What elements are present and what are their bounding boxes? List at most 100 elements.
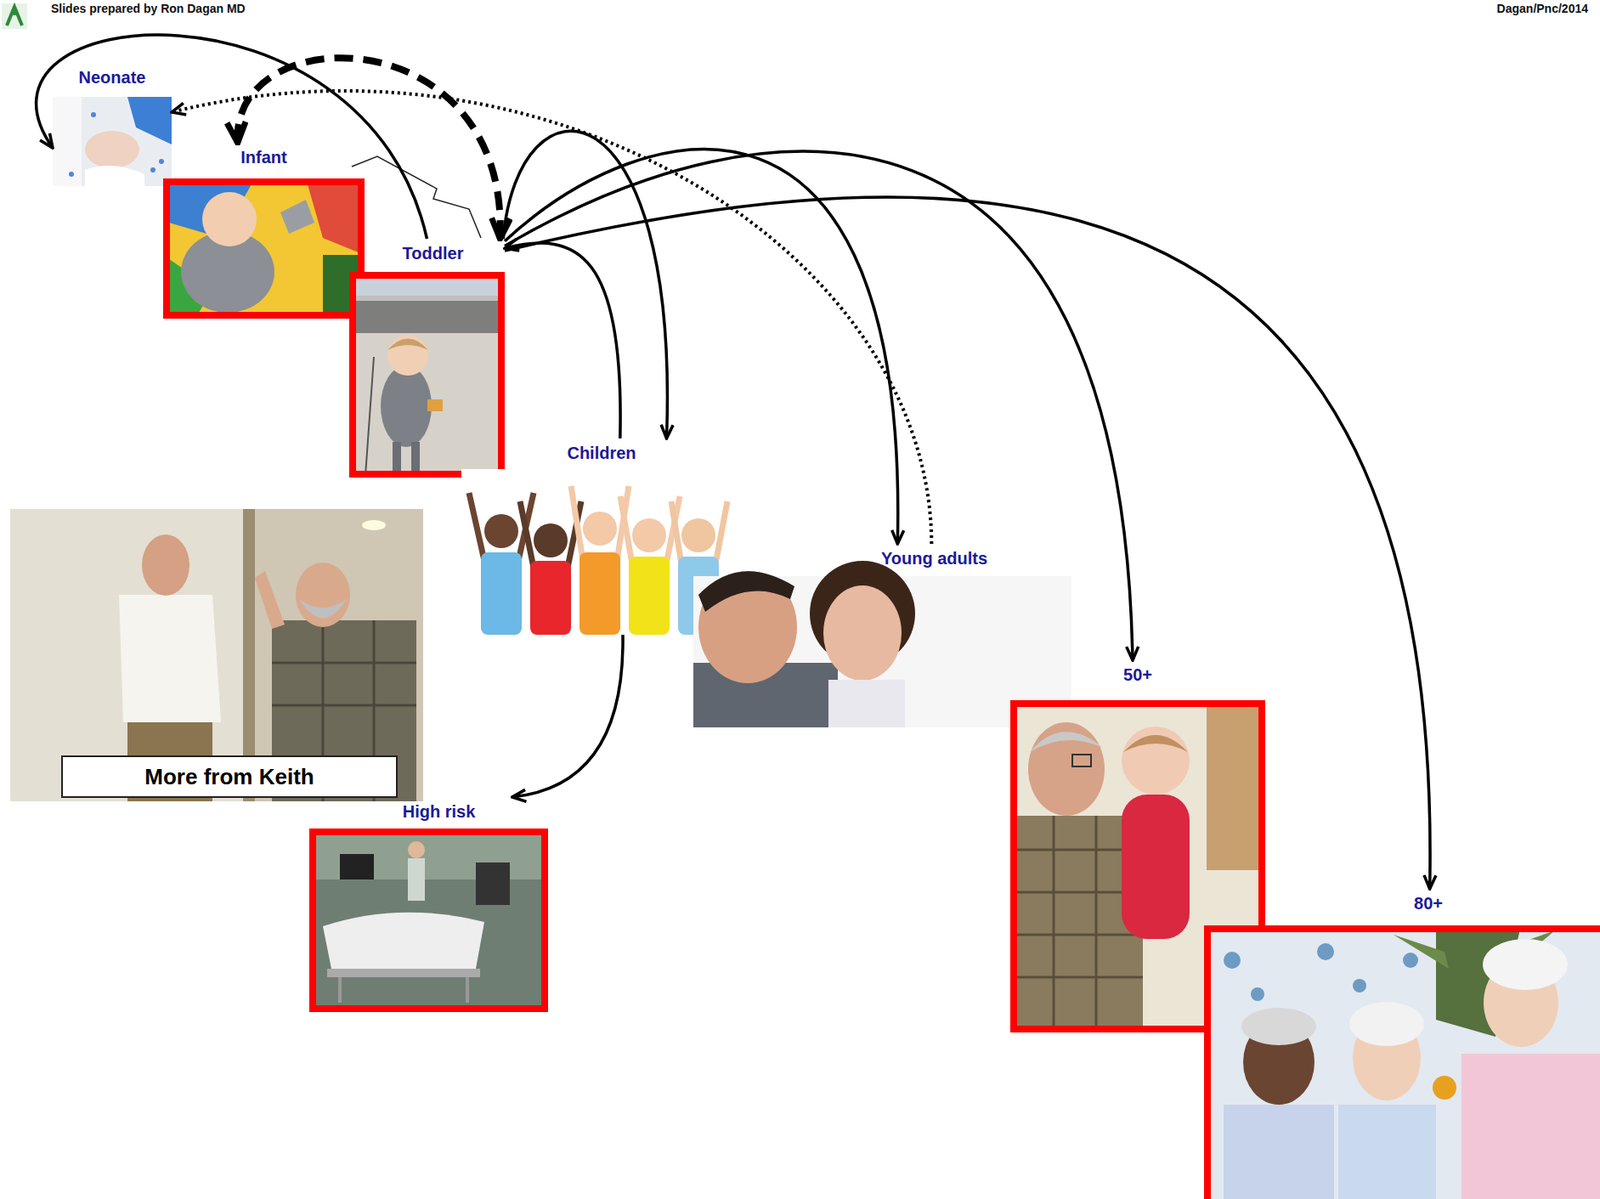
arrow-connector [504, 197, 1431, 889]
infant-photo-part [202, 192, 257, 247]
eighty-plus-photo-part [1461, 1053, 1600, 1199]
toddler-photo-part [427, 399, 443, 412]
infant-photo-part [166, 181, 362, 316]
neonate-photo-part [84, 165, 145, 187]
keith-photo [10, 508, 424, 802]
fifty-plus-photo-part [1206, 700, 1266, 871]
infant-photo [163, 178, 365, 319]
young-adults-photo-part [823, 585, 902, 681]
children-photo-part [533, 523, 568, 558]
keith-photo-part [254, 571, 285, 629]
neonate-photo-part [90, 112, 97, 118]
high-risk-photo-part [309, 828, 549, 880]
children-photo-part [628, 556, 670, 635]
keith-photo-part [271, 661, 417, 665]
high-risk-photo-part [312, 831, 545, 1009]
children-photo-part [520, 501, 534, 568]
group-label: High risk [319, 802, 559, 821]
fifty-plus-photo-part [1095, 815, 1098, 1033]
neonate-photo-part [52, 96, 172, 187]
fifty-plus-photo-part [1029, 731, 1103, 752]
infant-photo-part [280, 199, 315, 234]
eighty-plus-photo-part [1204, 925, 1600, 1199]
infant-photo-part [305, 178, 365, 255]
toddler-photo-part [380, 365, 432, 447]
age-group-node: Young adults [693, 543, 1072, 728]
arrow-connector [504, 149, 899, 544]
fifty-plus-photo-part [1052, 815, 1056, 1033]
keith-photo-part [118, 594, 221, 723]
young-adults-photo-part [828, 679, 905, 728]
fifty-plus-photo-part [1072, 754, 1092, 767]
young-adults-photo-part [698, 571, 798, 684]
header-note: Dagan/Pnc/2014 [1497, 1, 1589, 16]
infant-photo-part [163, 178, 365, 319]
toddler-photo-part [349, 333, 505, 478]
eighty-plus-photo-part [1402, 952, 1419, 968]
children-photo-part [530, 560, 572, 635]
fifty-plus-photo-part [1121, 794, 1190, 939]
neonate-photo-part [127, 96, 172, 145]
toddler-photo-part [365, 356, 374, 476]
logo-icon-part [6, 6, 23, 26]
eighty-plus-photo-part [1250, 987, 1265, 1001]
group-label: Young adults [745, 548, 1124, 568]
age-group-node: 80+ [1204, 888, 1600, 1199]
eighty-plus-photo-part [1482, 938, 1568, 990]
caption-text: More from Keith [144, 763, 314, 791]
eighty-plus-photo-part [1432, 1075, 1457, 1100]
children-photo-part [469, 492, 485, 561]
keith-photo-part [10, 508, 424, 802]
young-adults-photo-part [698, 571, 795, 612]
toddler-photo-part [392, 441, 402, 473]
eighty-plus-photo-part [1241, 1007, 1317, 1046]
children-photo-part [484, 514, 519, 549]
arrow-connector [36, 34, 428, 239]
eighty-plus-photo [1204, 925, 1600, 1199]
children-photo-part [632, 518, 667, 553]
age-group-node: Neonate [52, 62, 172, 187]
children-photo-part [715, 501, 728, 565]
age-group-node: 50+ [1010, 660, 1266, 1033]
children-photo-part [620, 496, 633, 565]
eighty-plus-photo-part [1223, 951, 1241, 969]
children-photo-part [582, 511, 617, 546]
neonate-photo-part [68, 171, 74, 177]
high-risk-photo-part [322, 912, 485, 969]
group-label: Toddler [355, 243, 511, 263]
neonate-photo [52, 96, 172, 187]
high-risk-photo-part [327, 968, 481, 978]
neonate-photo-part [52, 96, 82, 187]
toddler-photo-part [349, 295, 505, 301]
children-photo-part [480, 552, 522, 635]
keith-photo-part [299, 599, 347, 619]
arrow-connector [503, 130, 668, 439]
logo-icon-part [11, 8, 18, 16]
high-risk-photo [309, 828, 549, 1013]
group-label: 80+ [1230, 893, 1600, 913]
toddler-photo-part [349, 271, 505, 478]
toddler-photo-part [352, 275, 502, 475]
high-risk-photo-part [475, 862, 510, 905]
fifty-plus-photo-part [1015, 933, 1143, 937]
age-group-node: Children [461, 438, 735, 635]
keith-photo-part [271, 704, 417, 707]
caption-box: More from Keith [61, 755, 398, 798]
toddler-photo [349, 271, 505, 478]
eighty-plus-photo-part [1338, 1104, 1437, 1199]
high-risk-photo-part [407, 858, 425, 901]
keith-photo-part [361, 520, 386, 531]
arrow-connector [504, 243, 621, 439]
eighty-plus-photo-part [1352, 978, 1367, 993]
toddler-photo-part [387, 334, 429, 376]
eighty-plus-photo-part [1349, 1001, 1425, 1046]
fifty-plus-photo-part [1015, 976, 1143, 979]
neonate-photo-part [158, 158, 164, 164]
high-risk-photo-part [465, 977, 470, 1003]
logo-icon [1, 3, 28, 29]
group-label: Infant [163, 147, 365, 167]
high-risk-photo-part [309, 828, 549, 1013]
age-group-node: High risk [309, 797, 549, 1013]
